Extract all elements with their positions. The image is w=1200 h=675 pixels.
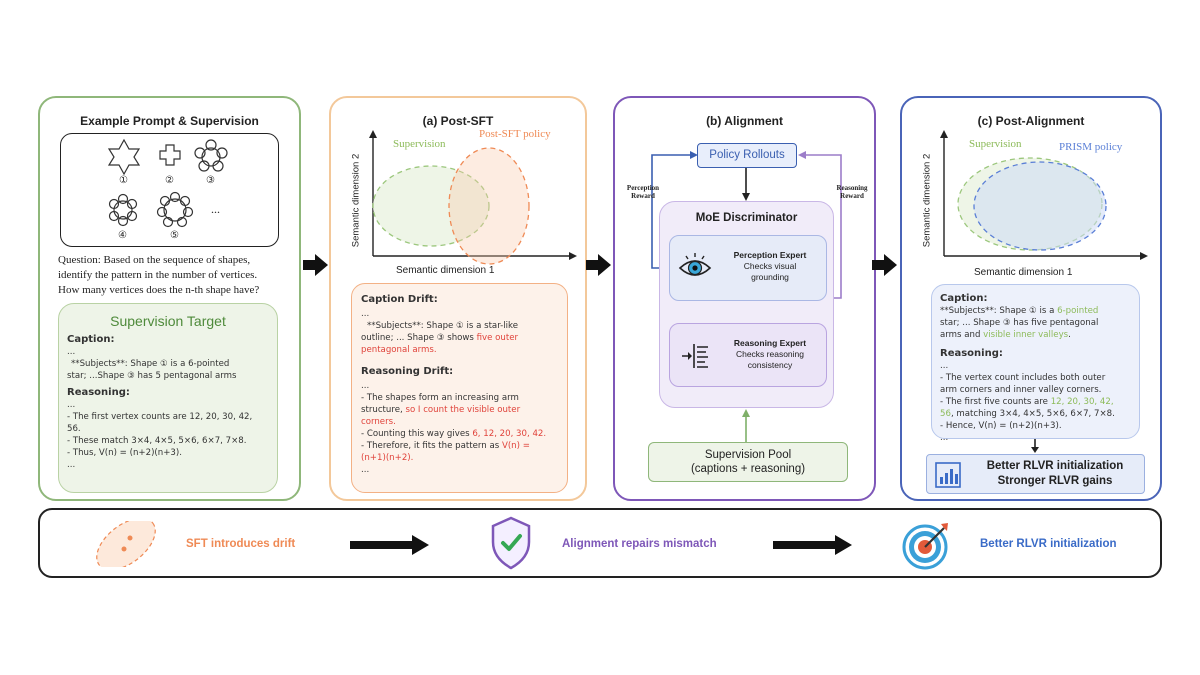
panel1-title: Example Prompt & Supervision [80, 114, 259, 128]
shape-label-5: ⑤ [170, 230, 179, 241]
bottom-arrow-1 [350, 535, 429, 555]
post-sft-legend-supervision: Supervision [393, 138, 446, 150]
list-reasoning-icon [682, 344, 708, 368]
perception-expert-box: Perception Expert Checks visual groundin… [669, 235, 827, 301]
reasoning-expert-box: Reasoning Expert Checks reasoning consis… [669, 323, 827, 387]
supervision-target-content: Caption: ... **Subjects**: Shape ① is a … [67, 334, 253, 470]
supervision-target-box: Supervision Target Caption: ... **Subjec… [58, 303, 278, 493]
panel-post-sft: (a) Post-SFT Supervision Post-SFT policy… [329, 96, 587, 501]
shape-label-3: ③ [206, 175, 215, 186]
post-sft-legend-policy: Post-SFT policy [479, 128, 551, 140]
supervision-ellipse [372, 165, 490, 247]
shape-1-star [107, 138, 141, 176]
flow-arrow-1 [303, 254, 328, 276]
perception-expert-text: Perception Expert Checks visual groundin… [733, 250, 807, 282]
panel4-title: (c) Post-Alignment [977, 114, 1085, 128]
post-alignment-plot [940, 130, 1148, 260]
supervision-pool-subtitle: (captions + reasoning) [690, 463, 806, 475]
bottom-arrow-2 [773, 535, 852, 555]
result-down-arrow [1031, 439, 1039, 453]
flow-arrow-2 [586, 254, 611, 276]
shape-2-cross [159, 144, 181, 166]
panel3-title: (b) Alignment [706, 114, 783, 128]
step-better-rlvr: Better RLVR initialization [980, 538, 1117, 550]
shapes-box: ① ② ③ ④ ⑤ ... [60, 133, 279, 247]
shapes-illustration [107, 138, 228, 228]
eye-icon [678, 253, 712, 276]
step-sft-drift: SFT introduces drift [186, 538, 296, 550]
supervision-pool-box: Supervision Pool (captions + reasoning) [648, 442, 848, 482]
post-sft-policy-ellipse [448, 147, 530, 265]
shapes-ellipsis: ... [211, 202, 220, 216]
post-align-xlabel: Semantic dimension 1 [974, 267, 1073, 278]
panel-example-prompt: Example Prompt & Supervision [38, 96, 301, 501]
result-box: Better RLVR initialization Stronger RLVR… [926, 454, 1145, 494]
target-icon [902, 523, 948, 570]
post-sft-xlabel: Semantic dimension 1 [396, 265, 495, 276]
flow-arrow-3 [872, 254, 897, 276]
shape-3-flower [194, 139, 228, 172]
step-alignment-repairs: Alignment repairs mismatch [562, 538, 717, 550]
moe-discriminator-title: MoE Discriminator [695, 212, 798, 224]
moe-discriminator-box: MoE Discriminator Perception Expert Chec… [659, 201, 834, 408]
question-text: Question: Based on the sequence of shape… [58, 254, 260, 296]
reasoning-expert-text: Reasoning Expert Checks reasoning consis… [733, 338, 807, 370]
post-sft-ylabel: Semantic dimension 2 [350, 153, 362, 248]
post-sft-drift-box: Caption Drift: ... **Subjects**: Shape ①… [351, 283, 568, 493]
post-align-legend-supervision: Supervision [969, 138, 1022, 150]
post-align-legend-policy: PRISM policy [1059, 141, 1123, 153]
post-sft-plot [369, 130, 577, 265]
supervision-pool-title: Supervision Pool [704, 449, 792, 461]
bottom-summary-bar: SFT introduces drift Alignment repairs m… [38, 508, 1162, 578]
post-align-ylabel: Semantic dimension 2 [921, 153, 933, 248]
post-align-output-content: Caption: **Subjects**: Shape ① is a 6-po… [940, 293, 1115, 443]
post-align-output-box: Caption: **Subjects**: Shape ① is a 6-po… [931, 284, 1140, 443]
reasoning-reward-label: Reasoning Reward [836, 184, 868, 200]
policy-rollouts-box: Policy Rollouts [697, 143, 797, 168]
policy-rollouts-label: Policy Rollouts [709, 149, 785, 161]
shape-5-flower [156, 191, 194, 228]
perception-reward-label: Perception Reward [626, 184, 660, 200]
panel-alignment: (b) Alignment Policy Rollouts Perception… [613, 96, 876, 501]
shape-label-4: ④ [118, 230, 127, 241]
bar-chart-icon [935, 462, 961, 488]
result-text: Better RLVR initialization Stronger RLVR… [986, 460, 1124, 487]
shape-label-2: ② [165, 175, 174, 186]
post-sft-drift-content: Caption Drift: ... **Subjects**: Shape ①… [361, 294, 547, 475]
panel2-title: (a) Post-SFT [422, 114, 494, 128]
drift-ellipse-icon [96, 521, 156, 567]
shield-check-icon [491, 516, 531, 570]
prism-policy-ellipse [973, 161, 1107, 251]
shape-label-1: ① [119, 175, 128, 186]
panel-post-alignment: (c) Post-Alignment Supervision PRISM pol… [900, 96, 1162, 501]
supervision-target-title: Supervision Target [110, 313, 226, 329]
shape-4-flower [108, 193, 138, 227]
